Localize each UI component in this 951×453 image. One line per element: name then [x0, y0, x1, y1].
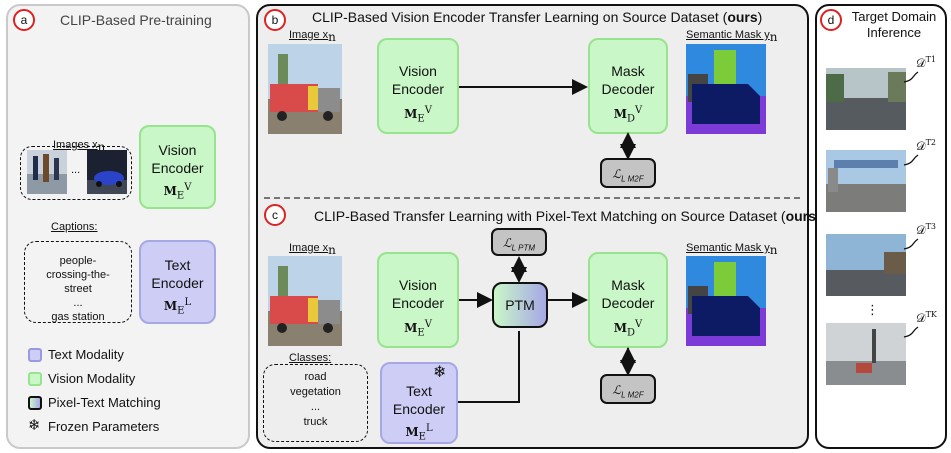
vision-encoder-a: Vision Encoder MEV — [139, 125, 216, 209]
domain-ellipsis: ⋮ — [866, 302, 879, 317]
ptm-block: PTM — [492, 282, 548, 328]
captions-list: people-crossing-the-street ... gas stati… — [28, 254, 128, 324]
crowd-image — [27, 150, 67, 194]
caption-item: people-crossing-the-street — [46, 255, 110, 295]
class-item: road — [304, 371, 327, 383]
vision-modality-swatch — [28, 372, 42, 386]
class-item: ... — [310, 401, 321, 413]
class-item: vegetation — [290, 386, 341, 398]
images-ellipsis: ... — [71, 164, 81, 176]
class-item: truck — [303, 416, 328, 428]
panel-a-title: CLIP-Based Pre-training — [60, 12, 212, 28]
classes-label: Classes: — [289, 352, 332, 364]
badge-c: c — [264, 204, 286, 226]
vision-encoder-b: Vision Encoder MEV — [377, 38, 459, 134]
legend-text-modality: Text Modality — [48, 347, 124, 362]
image-label-b: Image xn — [289, 29, 336, 45]
text-encoder-a: Text Encoder MEL — [139, 240, 216, 324]
domain-label-tk: 𝒟TK — [916, 310, 937, 325]
target-image-2 — [826, 150, 906, 212]
captions-group — [24, 241, 132, 323]
legend-vision-modality: Vision Modality — [48, 371, 136, 386]
snowflake-icon: ❄ — [28, 417, 41, 434]
section-divider — [264, 197, 800, 199]
badge-a: a — [13, 9, 35, 31]
legend-pixel-text-matching: Pixel-Text Matching — [48, 395, 161, 410]
target-image-1 — [826, 68, 906, 130]
domain-pointers — [903, 71, 919, 338]
text-encoder-c: Text Encoder MEL — [380, 362, 458, 444]
images-label: Images xn — [53, 139, 106, 155]
domain-label-t1: 𝒟T1 — [916, 55, 937, 70]
semantic-label-c: Semantic Mask yn — [686, 242, 778, 258]
panel-b-title: CLIP-Based Vision Encoder Transfer Learn… — [312, 9, 763, 25]
car-image — [87, 150, 127, 194]
legend-frozen-parameters: Frozen Parameters — [48, 419, 160, 434]
image-label-c: Image xn — [289, 242, 336, 258]
target-image-k — [826, 323, 906, 385]
captions-label: Captions: — [51, 221, 98, 233]
images-group — [20, 146, 132, 200]
vision-encoder-c: Vision Encoder MEV — [377, 252, 459, 348]
panel-a — [6, 4, 250, 449]
classes-group — [263, 364, 368, 442]
mask-decoder-b: Mask Decoder MDV — [588, 38, 668, 134]
truck-image-b — [268, 44, 342, 134]
domain-label-t3: 𝒟T3 — [916, 222, 937, 237]
semantic-mask-b — [686, 44, 766, 134]
snowflake-icon: ❄ — [433, 364, 447, 381]
truck-image-c — [268, 256, 342, 346]
target-image-3 — [826, 234, 906, 296]
loss-m2f-b: ℒL M2F — [600, 158, 656, 188]
semantic-label-b: Semantic Mask yn — [686, 29, 778, 45]
semantic-mask-c — [686, 256, 766, 346]
loss-ptm: ℒL PTM — [491, 228, 547, 256]
caption-item: gas station — [51, 311, 105, 323]
badge-b: b — [264, 9, 286, 31]
text-modality-swatch — [28, 348, 42, 362]
pixel-text-matching-swatch — [28, 396, 42, 410]
badge-d: d — [820, 9, 842, 31]
classes-list: road vegetation ... truck — [263, 370, 368, 430]
domain-label-t2: 𝒟T2 — [916, 138, 937, 153]
caption-item: ... — [73, 297, 83, 309]
panel-d-title: Target Domain Inference — [851, 9, 937, 40]
